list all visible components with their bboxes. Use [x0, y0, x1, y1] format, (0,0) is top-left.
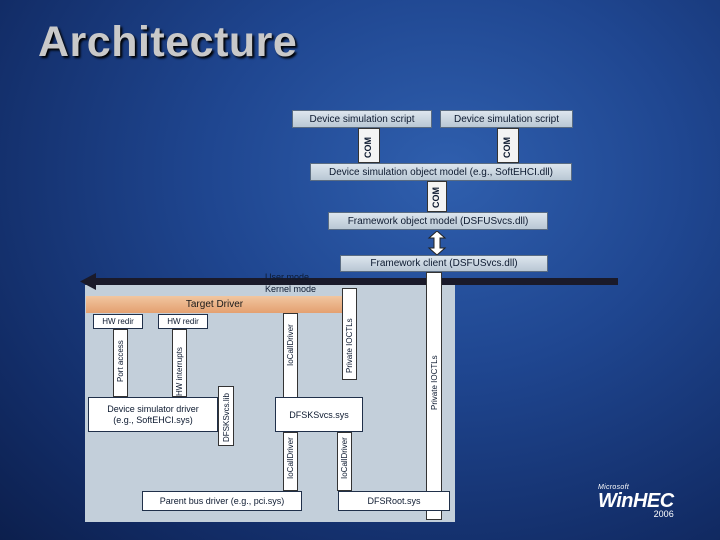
device-simulation-object-model: Device simulation object model (e.g., So…	[310, 163, 572, 181]
hw-redir-1: HW redir	[93, 314, 143, 329]
com-connector-right	[497, 128, 519, 163]
private-ioctls-right-channel	[426, 272, 442, 520]
framework-client: Framework client (DSFUSvcs.dll)	[340, 255, 548, 272]
dfsksvcs-sys: DFSKSvcs.sys	[275, 397, 363, 432]
port-access-label: Port access	[116, 340, 125, 382]
iocalldriver-lower-left-label: IoCallDriver	[286, 437, 295, 479]
winhec-logo: Microsoft WinHEC 2006	[598, 484, 674, 519]
port-access-channel	[113, 329, 128, 397]
simulator-driver-line1: Device simulator driver	[107, 403, 199, 414]
slide-title: Architecture	[38, 18, 298, 66]
com-label-mid: COM	[431, 187, 441, 208]
com-connector-left	[358, 128, 380, 163]
user-mode-label: User mode	[265, 272, 310, 282]
framework-object-model: Framework object model (DSFUSvcs.dll)	[328, 212, 548, 230]
device-simulation-script-left: Device simulation script	[292, 110, 432, 128]
dfsksvcs-lib-label: DFSKSvcs.lib	[222, 393, 231, 442]
hw-interrupts-channel	[172, 329, 187, 397]
user-kernel-boundary-arrow	[80, 273, 618, 290]
com-connector-mid	[427, 181, 447, 212]
device-simulation-script-right: Device simulation script	[440, 110, 573, 128]
hw-redir-2: HW redir	[158, 314, 208, 329]
device-simulator-driver: Device simulator driver (e.g., SoftEHCI.…	[88, 397, 218, 432]
iocalldriver-upper-label: IoCallDriver	[286, 324, 295, 366]
parent-bus-driver: Parent bus driver (e.g., pci.sys)	[142, 491, 302, 511]
logo-microsoft: Microsoft	[598, 484, 630, 491]
dfsksvcs-lib-channel	[218, 386, 234, 446]
kernel-mode-label: Kernel mode	[265, 284, 317, 294]
iocalldriver-lower-right-channel	[337, 432, 352, 491]
com-label-left: COM	[363, 137, 373, 158]
com-label-right: COM	[502, 137, 512, 158]
logo-brand: WinHEC	[598, 490, 674, 512]
iocalldriver-lower-right-label: IoCallDriver	[340, 437, 349, 479]
hw-interrupts-label: HW interrupts	[175, 347, 184, 396]
framework-double-arrow	[427, 231, 447, 255]
logo-year: 2006	[653, 509, 674, 519]
simulator-driver-line2: (e.g., SoftEHCI.sys)	[113, 414, 193, 425]
private-ioctls-left-channel	[342, 288, 357, 380]
private-ioctls-right-label: Private IOCTLs	[430, 355, 439, 410]
target-driver: Target Driver	[86, 296, 343, 313]
private-ioctls-left-label: Private IOCTLs	[345, 318, 354, 373]
dfsroot-sys: DFSRoot.sys	[338, 491, 450, 511]
iocalldriver-lower-left-channel	[283, 432, 298, 491]
